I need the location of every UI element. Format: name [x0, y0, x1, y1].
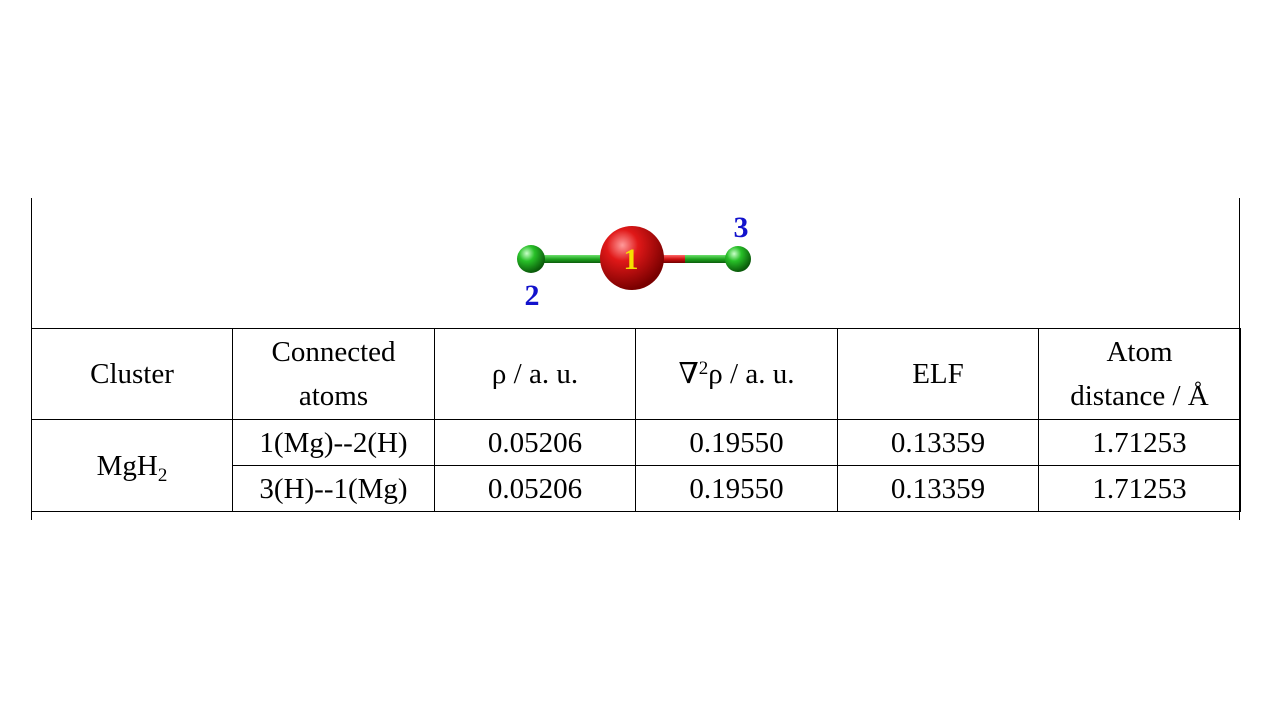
header-laplacian: ∇2ρ / a. u.	[635, 328, 838, 420]
header-distance-line1: Atom	[1106, 336, 1173, 368]
cell-rho: 0.05206	[434, 419, 636, 466]
header-cluster: Cluster	[31, 328, 233, 420]
cluster-cell: MgH2	[31, 419, 233, 512]
mg-atom-center	[600, 226, 664, 290]
bond-left-h-part	[533, 255, 601, 263]
cell-laplacian: 0.19550	[635, 465, 838, 512]
atom-label-right: 3	[734, 211, 749, 244]
header-atom-distance: Atom distance / Å	[1038, 328, 1241, 420]
header-rho: ρ / a. u.	[434, 328, 636, 420]
cell-atoms: 1(Mg)--2(H)	[232, 419, 435, 466]
bond-properties-table: Cluster Connected atoms ρ / a. u. ∇2ρ / …	[31, 328, 1241, 512]
document-frame: 1 2 3 Cluster Connected atoms ρ / a. u. …	[31, 198, 1241, 520]
cluster-formula: MgH	[96, 449, 158, 482]
laplacian-rest: ρ / a. u.	[708, 358, 795, 390]
atom-label-left: 2	[525, 279, 540, 312]
table-row: MgH2 1(Mg)--2(H) 0.05206 0.19550 0.13359…	[31, 419, 1241, 512]
header-connected-line1: Connected	[271, 336, 396, 368]
header-distance-line2: distance / Å	[1070, 380, 1209, 412]
header-elf: ELF	[837, 328, 1039, 420]
cell-rho: 0.05206	[434, 465, 636, 512]
laplacian-superscript: 2	[698, 358, 709, 379]
h-atom-right	[725, 246, 751, 272]
table-row: 3(H)--1(Mg) 0.05206 0.19550 0.13359 1.71…	[32, 465, 1241, 512]
cell-elf: 0.13359	[837, 419, 1039, 466]
cell-distance: 1.71253	[1038, 419, 1241, 466]
cell-atoms: 3(H)--1(Mg)	[232, 465, 435, 512]
header-connected-atoms: Connected atoms	[232, 328, 435, 420]
atom-label-center: 1	[624, 243, 639, 276]
h-atom-left	[517, 245, 545, 273]
mgh2-molecule-diagram: 1 2 3	[517, 211, 751, 312]
cell-laplacian: 0.19550	[635, 419, 838, 466]
table-header-row: Cluster Connected atoms ρ / a. u. ∇2ρ / …	[31, 328, 1241, 420]
bond-right-mg-part	[661, 255, 685, 263]
laplacian-symbol: ∇	[678, 358, 699, 390]
cell-distance: 1.71253	[1038, 465, 1241, 512]
bond-right-h-part	[685, 255, 741, 263]
cluster-subscript: 2	[157, 464, 168, 486]
cell-elf: 0.13359	[837, 465, 1039, 512]
header-connected-line2: atoms	[298, 380, 369, 412]
